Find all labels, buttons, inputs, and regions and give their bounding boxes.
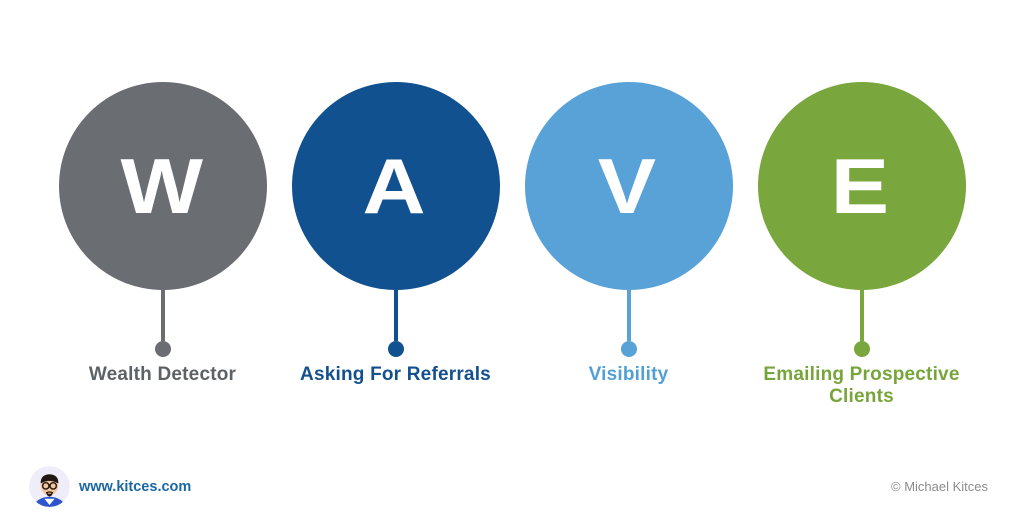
circle-w: W — [58, 82, 267, 290]
kitces-avatar-icon — [29, 466, 70, 507]
connector-dot-w — [154, 341, 171, 357]
circle-v: V — [524, 82, 733, 290]
circle-e: E — [757, 82, 966, 290]
connector-stem-w — [160, 290, 165, 341]
connector-stem-a — [393, 290, 398, 341]
label-emailing-prospective-clients: Emailing Prospective Clients — [763, 364, 960, 407]
footer-branding: www.kitces.com — [29, 466, 191, 507]
circle-a: A — [291, 82, 500, 290]
connector-dot-a — [387, 341, 404, 357]
wave-item-asking-for-referrals: A Asking For Referrals — [279, 82, 512, 408]
kitces-website-link[interactable]: www.kitces.com — [79, 478, 192, 495]
label-wealth-detector: Wealth Detector — [88, 364, 237, 385]
connector-dot-e — [853, 341, 870, 357]
connector-dot-v — [620, 341, 637, 357]
circle-letter-a: A — [362, 142, 429, 230]
connector-stem-e — [859, 290, 864, 341]
circle-letter-w: W — [120, 142, 205, 230]
label-visibility: Visibility — [588, 364, 669, 385]
wave-circles-row: W Wealth Detector A Asking For Referrals… — [46, 82, 978, 408]
circle-letter-v: V — [598, 142, 659, 230]
copyright-notice: © Michael Kitces — [891, 479, 988, 494]
wave-item-visibility: V Visibility — [512, 82, 745, 408]
wave-item-emailing-prospective-clients: E Emailing Prospective Clients — [745, 82, 978, 408]
label-asking-for-referrals: Asking For Referrals — [300, 364, 491, 385]
circle-letter-e: E — [831, 142, 892, 230]
wave-item-wealth-detector: W Wealth Detector — [46, 82, 279, 408]
connector-stem-v — [626, 290, 631, 341]
